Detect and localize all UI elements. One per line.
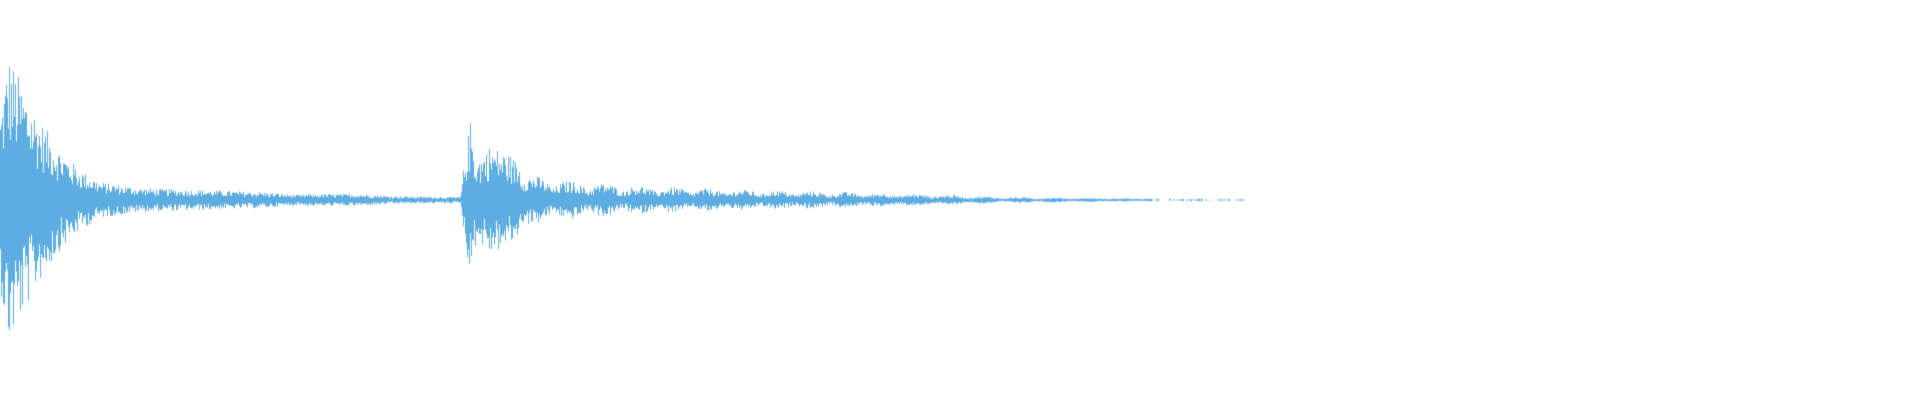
audio-waveform[interactable] <box>0 0 1920 400</box>
waveform-container[interactable] <box>0 0 1920 400</box>
